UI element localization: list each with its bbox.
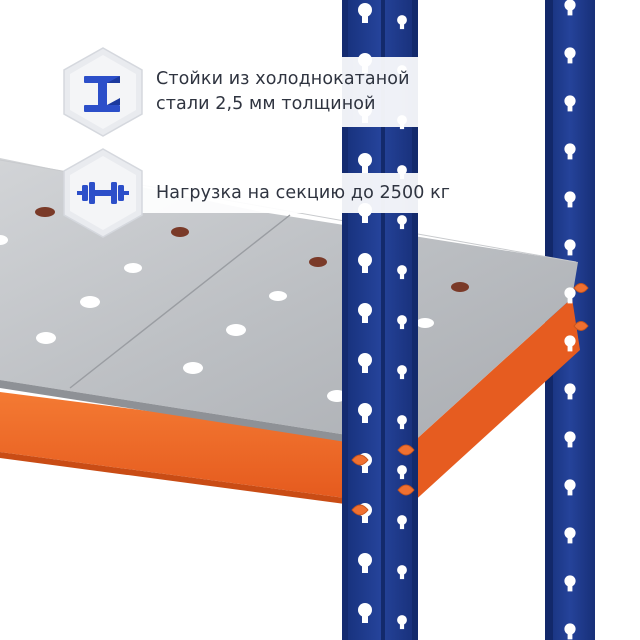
upright-slot <box>397 415 407 430</box>
upright-slot <box>358 553 372 573</box>
feature-steel-uprights: Стойки из холоднокатаной стали 2,5 мм то… <box>60 46 422 138</box>
feature-load-capacity: Нагрузка на секцию до 2500 кг <box>60 147 482 239</box>
hexagon-badge <box>60 46 146 138</box>
shelf-hole <box>226 324 246 336</box>
upright-slot <box>397 315 407 330</box>
upright-slot <box>358 403 372 423</box>
shelf-hole <box>80 296 100 308</box>
shelf-hole <box>171 227 189 237</box>
shelf-hole <box>269 291 287 301</box>
upright-slot <box>564 623 576 640</box>
upright-slot <box>397 615 407 630</box>
feature-text: Нагрузка на секцию до 2500 кг <box>120 173 482 213</box>
shelf-hole <box>451 282 469 292</box>
upright-slot <box>397 15 407 30</box>
upright-slot <box>564 479 576 496</box>
upright-slot <box>564 239 576 256</box>
shelf-hole <box>35 207 55 217</box>
upright-slot <box>397 365 407 380</box>
upright-slot <box>358 153 372 173</box>
upright-slot <box>358 3 372 23</box>
upright-slot <box>397 515 407 530</box>
hexagon-badge <box>60 147 146 239</box>
shelf-hole <box>416 318 434 328</box>
upright-slot <box>397 265 407 280</box>
upright-slot <box>564 287 576 304</box>
shelf-hole <box>124 263 142 273</box>
upright-slot <box>358 603 372 623</box>
upright-slot <box>564 431 576 448</box>
shelf-hole <box>309 257 327 267</box>
upright-slot <box>564 143 576 160</box>
dumbbell-icon <box>63 148 143 238</box>
upright-slot <box>564 575 576 592</box>
upright-slot <box>397 465 407 480</box>
upright-slot <box>397 565 407 580</box>
upright-slot <box>564 383 576 400</box>
upright-slot <box>564 0 576 16</box>
shelf-hole <box>36 332 56 344</box>
feature-text: Стойки из холоднокатаной стали 2,5 мм то… <box>120 57 422 127</box>
upright-slot <box>564 335 576 352</box>
upright-slot <box>564 95 576 112</box>
upright-slot <box>564 527 576 544</box>
upright-slot <box>358 253 372 273</box>
upright-slot <box>564 47 576 64</box>
upright-slot <box>397 215 407 230</box>
upright-slot <box>564 191 576 208</box>
feature-line-1: Нагрузка на секцию до 2500 кг <box>156 182 451 203</box>
orange-beam <box>0 298 580 506</box>
beam-connectors <box>351 283 589 516</box>
upright-slot <box>358 353 372 373</box>
shelf-hole <box>183 362 203 374</box>
shelf-hole <box>0 235 8 245</box>
steel-beam-icon <box>63 47 143 137</box>
feature-line-2: стали 2,5 мм толщиной <box>156 94 376 114</box>
upright-slot <box>358 303 372 323</box>
feature-line-1: Стойки из холоднокатаной <box>156 69 410 89</box>
